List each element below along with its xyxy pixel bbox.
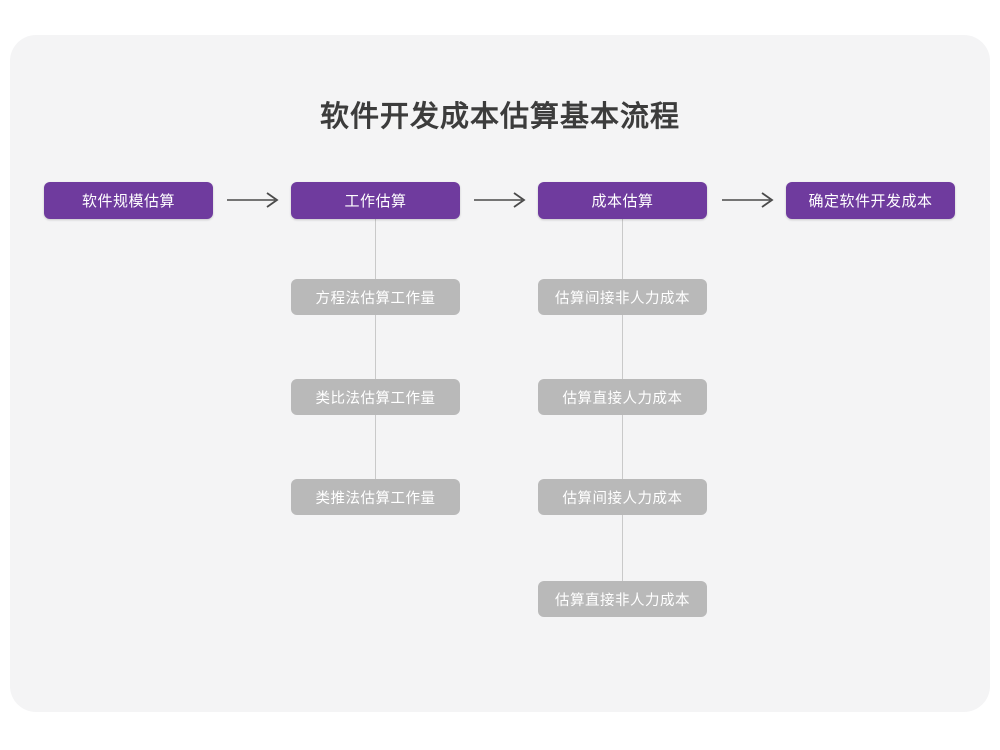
flow-node-label: 工作估算: [344, 193, 407, 210]
flow-node-label: 成本估算: [591, 193, 654, 210]
flow-node-label: 确定软件开发成本: [808, 193, 933, 210]
branch-node-2-3[interactable]: 类推法估算工作量: [291, 479, 460, 515]
branch-node-3-1[interactable]: 估算间接非人力成本: [538, 279, 707, 315]
branch-node-3-2[interactable]: 估算直接人力成本: [538, 379, 707, 415]
flow-node-step-1[interactable]: 软件规模估算: [44, 182, 213, 219]
flow-node-step-3[interactable]: 成本估算: [538, 182, 707, 219]
arrow-right-icon: [717, 187, 781, 213]
flow-node-label: 软件规模估算: [81, 193, 175, 210]
branch-node-label: 估算间接人力成本: [562, 490, 683, 507]
branch-node-label: 估算直接非人力成本: [555, 592, 690, 609]
diagram-card: [10, 35, 990, 712]
branch-node-label: 估算直接人力成本: [562, 390, 683, 407]
connector-line-step-2: [375, 218, 376, 498]
arrow-right-icon: [222, 187, 286, 213]
page-title: 软件开发成本估算基本流程: [319, 101, 680, 133]
flow-node-step-2[interactable]: 工作估算: [291, 182, 460, 219]
branch-node-3-4[interactable]: 估算直接非人力成本: [538, 581, 707, 617]
branch-node-label: 估算间接非人力成本: [555, 290, 690, 307]
branch-node-2-1[interactable]: 方程法估算工作量: [291, 279, 460, 315]
branch-node-2-2[interactable]: 类比法估算工作量: [291, 379, 460, 415]
branch-node-label: 方程法估算工作量: [315, 290, 436, 307]
arrow-right-icon: [469, 187, 533, 213]
flow-node-step-4[interactable]: 确定软件开发成本: [786, 182, 955, 219]
branch-node-label: 类比法估算工作量: [315, 390, 436, 407]
branch-node-label: 类推法估算工作量: [315, 490, 436, 507]
branch-node-3-3[interactable]: 估算间接人力成本: [538, 479, 707, 515]
